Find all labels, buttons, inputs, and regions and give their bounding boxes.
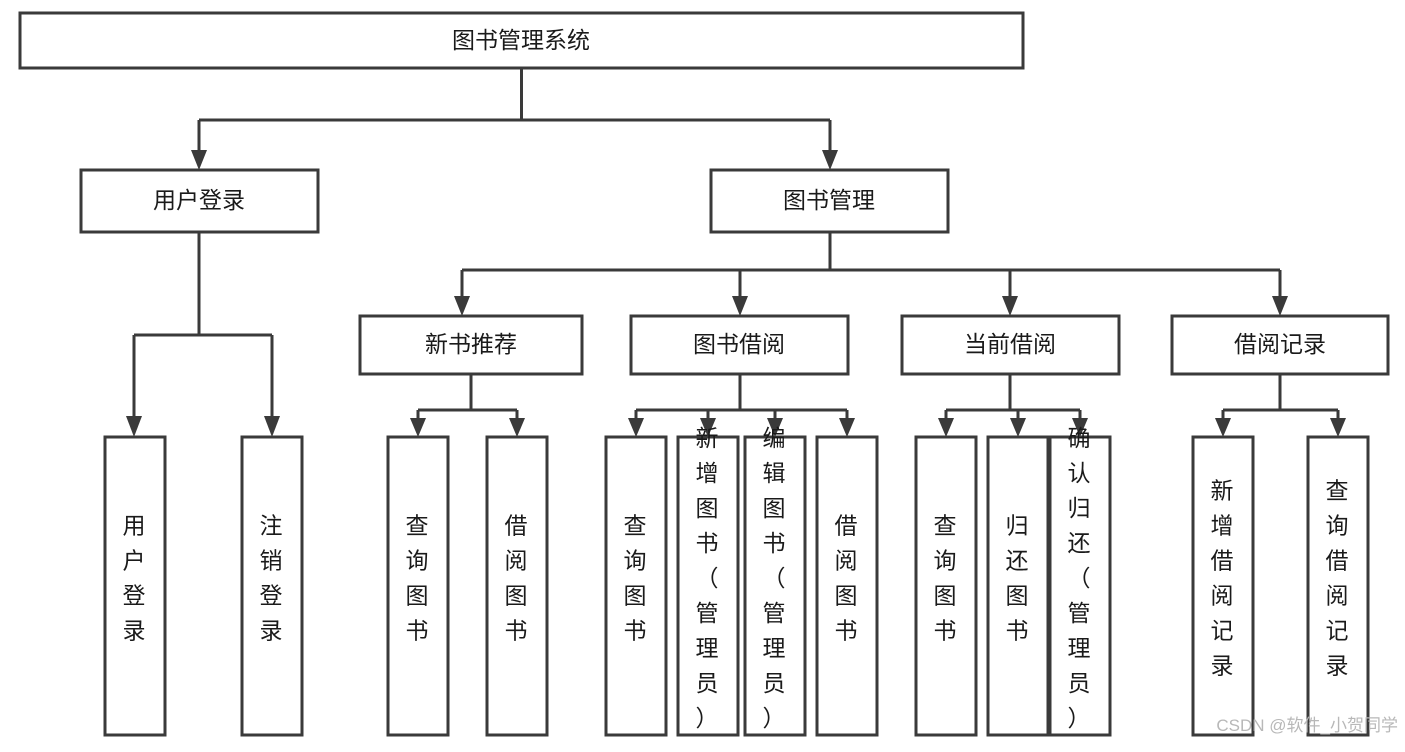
leaf-borrow-book-bb-box[interactable] xyxy=(815,435,879,737)
arrow-head-cb-leaf-2 xyxy=(1010,418,1026,437)
connector-group xyxy=(126,68,1346,437)
leaf-borrow-book-nbr-box[interactable] xyxy=(485,435,549,737)
leaf-return-book-label: 归还图书 xyxy=(1006,513,1029,644)
leaf-logout-label: 注销登录 xyxy=(260,513,283,644)
leaf-node-query-borrow-record[interactable]: 查询借阅记录 xyxy=(1306,435,1370,737)
arrow-head-bb-leaf-4 xyxy=(839,418,855,437)
leaf-query-borrow-record-label: 查询借阅记录 xyxy=(1326,478,1349,679)
arrow-head-cb-leaf-3 xyxy=(1072,418,1088,437)
leaf-user-login-label: 用户登录 xyxy=(123,513,146,644)
leaf-add-book-admin-box[interactable] xyxy=(676,435,740,737)
arrow-head-nbr-leaf-2 xyxy=(509,418,525,437)
leaf-node-user-login[interactable]: 用户登录 xyxy=(103,435,167,737)
leaf-logout-box[interactable] xyxy=(240,435,304,737)
leaf-borrow-book-bb-label: 借阅图书 xyxy=(835,513,858,644)
leaf-node-borrow-book-bb[interactable]: 借阅图书 xyxy=(815,435,879,737)
node-root-label: 图书管理系统 xyxy=(452,27,590,53)
csdn-watermark: CSDN @软件_小贺同学 xyxy=(1216,716,1398,735)
arrow-head-book-mgmt xyxy=(822,150,838,170)
node-new-book-recommend-box[interactable] xyxy=(358,314,584,376)
arrow-head-br-leaf-2 xyxy=(1330,418,1346,437)
arrow-head-cb-leaf-1 xyxy=(938,418,954,437)
arrow-head-leaf-user-login xyxy=(126,416,142,437)
node-book-management-box[interactable] xyxy=(709,168,950,234)
leaf-node-add-book-admin[interactable]: 新增图书（管理员） xyxy=(676,425,740,737)
leaf-query-book-bb-label: 查询图书 xyxy=(624,513,647,644)
leaf-add-book-admin-label: 新增图书（管理员） xyxy=(696,425,719,731)
node-book-borrow-box[interactable] xyxy=(629,314,850,376)
arrow-head-br-leaf-1 xyxy=(1215,418,1231,437)
arrow-head-user-login xyxy=(191,150,207,170)
leaf-node-confirm-return-admin[interactable]: 确认归还（管理员） xyxy=(1048,425,1112,737)
arrow-head-current-borrow xyxy=(1002,296,1018,316)
node-book-management[interactable]: 图书管理 xyxy=(709,168,950,234)
leaf-node-add-borrow-record[interactable]: 新增借阅记录 xyxy=(1191,435,1255,737)
node-user-login[interactable]: 用户登录 xyxy=(79,168,320,234)
leaf-node-edit-book-admin[interactable]: 编辑图书（管理员） xyxy=(743,425,807,737)
leaf-confirm-return-admin-label: 确认归还（管理员） xyxy=(1068,425,1091,731)
leaf-add-borrow-record-box[interactable] xyxy=(1191,435,1255,737)
node-current-borrow[interactable]: 当前借阅 xyxy=(900,314,1121,376)
arrow-head-borrow-record xyxy=(1272,296,1288,316)
leaf-query-book-cb-box[interactable] xyxy=(914,435,978,737)
leaf-node-query-book-bb[interactable]: 查询图书 xyxy=(604,435,668,737)
arrow-head-leaf-logout xyxy=(264,416,280,437)
arrow-head-bb-leaf-3 xyxy=(767,418,783,437)
node-book-management-label: 图书管理 xyxy=(783,187,875,213)
node-book-borrow[interactable]: 图书借阅 xyxy=(629,314,850,376)
leaf-edit-book-admin-label: 编辑图书（管理员） xyxy=(763,425,786,731)
leaf-confirm-return-admin-box[interactable] xyxy=(1048,435,1112,737)
leaf-edit-book-admin-box[interactable] xyxy=(743,435,807,737)
arrow-head-book-borrow xyxy=(732,296,748,316)
arrow-head-nbr-leaf-1 xyxy=(410,418,426,437)
node-user-login-label: 用户登录 xyxy=(153,187,245,213)
node-book-borrow-label: 图书借阅 xyxy=(693,331,785,357)
leaf-return-book-box[interactable] xyxy=(986,435,1050,737)
node-borrow-record[interactable]: 借阅记录 xyxy=(1170,314,1390,376)
node-borrow-record-label: 借阅记录 xyxy=(1234,331,1326,357)
node-borrow-record-box[interactable] xyxy=(1170,314,1390,376)
leaf-node-return-book[interactable]: 归还图书 xyxy=(986,435,1050,737)
leaf-node-logout[interactable]: 注销登录 xyxy=(240,435,304,737)
arrow-head-bb-leaf-2 xyxy=(700,418,716,437)
node-current-borrow-box[interactable] xyxy=(900,314,1121,376)
leaf-borrow-book-nbr-label: 借阅图书 xyxy=(505,513,528,644)
leaf-user-login-box[interactable] xyxy=(103,435,167,737)
node-root-system[interactable]: 图书管理系统 xyxy=(18,11,1025,70)
leaf-query-borrow-record-box[interactable] xyxy=(1306,435,1370,737)
leaf-node-query-book-cb[interactable]: 查询图书 xyxy=(914,435,978,737)
node-new-book-recommend-label: 新书推荐 xyxy=(425,331,517,357)
arrow-head-bb-leaf-1 xyxy=(628,418,644,437)
leaf-query-book-bb-box[interactable] xyxy=(604,435,668,737)
leaf-query-book-nbr-label: 查询图书 xyxy=(406,513,429,644)
leaf-add-borrow-record-label: 新增借阅记录 xyxy=(1211,478,1234,679)
node-user-login-box[interactable] xyxy=(79,168,320,234)
node-current-borrow-label: 当前借阅 xyxy=(964,331,1056,357)
arrow-head-new-book-rec xyxy=(454,296,470,316)
leaf-query-book-nbr-box[interactable] xyxy=(386,435,450,737)
node-new-book-recommend[interactable]: 新书推荐 xyxy=(358,314,584,376)
leaf-query-book-cb-label: 查询图书 xyxy=(934,513,957,644)
node-root-box[interactable] xyxy=(18,11,1025,70)
leaf-node-borrow-book-nbr[interactable]: 借阅图书 xyxy=(485,435,549,737)
leaf-node-query-book-nbr[interactable]: 查询图书 xyxy=(386,435,450,737)
